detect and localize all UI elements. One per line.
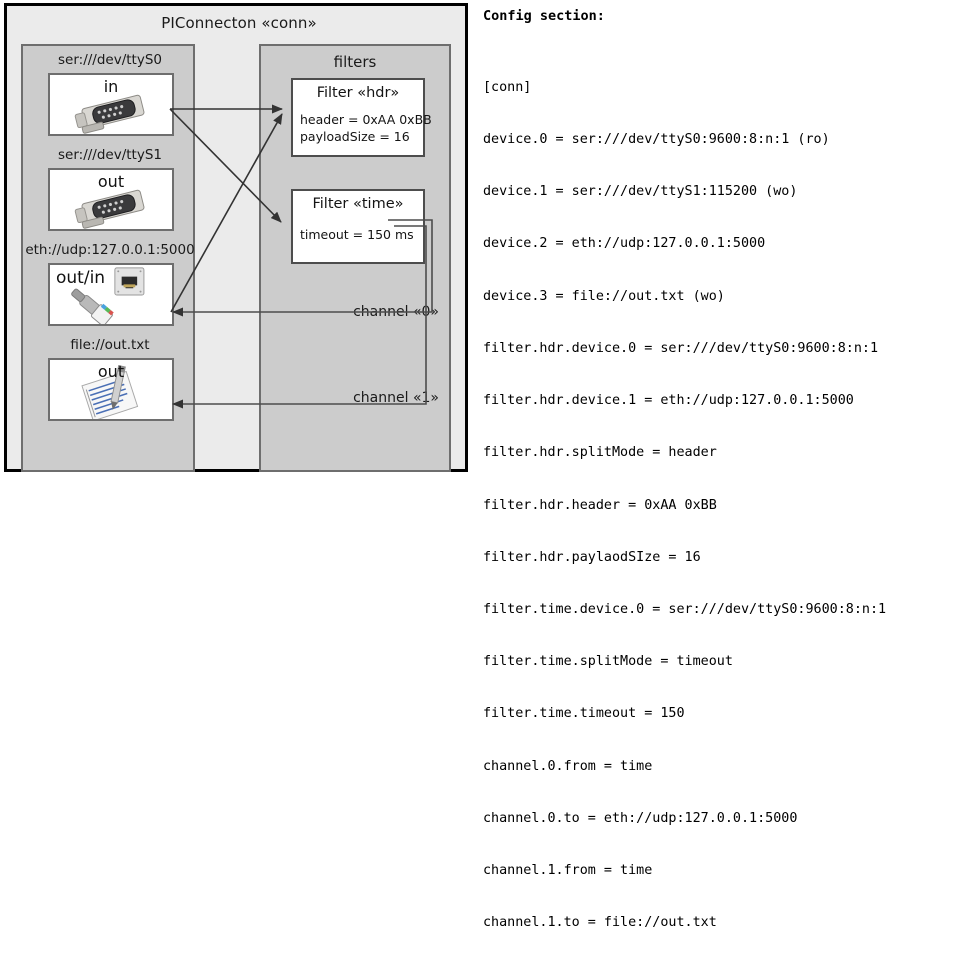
config-line: filter.time.splitMode = timeout [483, 654, 733, 670]
config-line: filter.time.timeout = 150 [483, 706, 685, 722]
device-label-eth: eth://udp:127.0.0.1:5000 [25, 242, 195, 258]
config-listing[interactable]: [conn] device.0 = ser:///dev/ttyS0:9600:… [483, 44, 886, 967]
connector-outer-frame: PIConnecton «conn» ser:///dev/ttyS0 in [4, 3, 468, 472]
config-line: filter.hdr.paylaodSIze = 16 [483, 549, 701, 565]
device-io-ttyS0: in [103, 77, 119, 96]
config-line: filter.time.device.0 = ser:///dev/ttyS0:… [483, 602, 887, 617]
config-line: [conn] [483, 79, 532, 95]
serial-db9-connector-icon [74, 189, 145, 229]
filter-time-title: Filter «time» [312, 196, 404, 212]
config-line: channel.0.to = eth://udp:127.0.0.1:5000 [483, 810, 798, 826]
filter-card-time[interactable]: Filter «time» timeout = 150 ms [291, 189, 425, 264]
channel-label-0: channel «0» [353, 304, 439, 320]
config-line: device.3 = file://out.txt (wo) [483, 288, 725, 304]
device-box-ttyS0[interactable]: in [48, 73, 174, 136]
device-box-ttyS1[interactable]: out [48, 168, 174, 231]
device-box-file[interactable]: out [48, 358, 174, 421]
config-line: filter.hdr.device.1 = eth://udp:127.0.0.… [483, 393, 854, 409]
config-line: filter.hdr.header = 0xAA 0xBB [483, 497, 717, 513]
config-line: filter.hdr.splitMode = header [483, 445, 717, 461]
device-io-ttyS1: out [97, 172, 125, 191]
filter-hdr-title: Filter «hdr» [316, 85, 400, 101]
device-label-ttyS0: ser:///dev/ttyS0 [58, 52, 162, 68]
device-label-ttyS1: ser:///dev/ttyS1 [58, 147, 162, 163]
filter-hdr-prop-payloadsize: payloadSize = 16 [300, 129, 410, 144]
filters-panel: filters Filter «hdr» header = 0xAA 0xBB … [259, 44, 451, 472]
device-label-file: file://out.txt [70, 337, 150, 353]
device-io-file: out [97, 362, 125, 381]
devices-panel: ser:///dev/ttyS0 in [21, 44, 195, 472]
device-box-eth[interactable]: out/in [48, 263, 174, 326]
config-line: channel.1.to = file://out.txt [483, 915, 717, 931]
serial-db9-connector-icon [74, 94, 145, 134]
config-heading: Config section: [483, 8, 605, 24]
config-line: filter.hdr.device.0 = ser:///dev/ttyS0:9… [483, 340, 879, 356]
diagram-title: PIConnecton «conn» [161, 14, 317, 32]
filter-hdr-prop-header: header = 0xAA 0xBB [300, 112, 432, 127]
config-line: device.0 = ser:///dev/ttyS0:9600:8:n:1 (… [483, 132, 830, 148]
filter-time-prop-timeout: timeout = 150 ms [300, 227, 414, 242]
config-pane: Config section: [conn] device.0 = ser://… [483, 0, 964, 930]
channel-label-1: channel «1» [353, 390, 439, 406]
text-file-with-pen-icon [81, 364, 139, 419]
ethernet-rj45-jack-icon [71, 267, 145, 324]
config-line: channel.0.from = time [483, 758, 653, 774]
config-line: channel.1.from = time [483, 863, 653, 879]
config-line: device.2 = eth://udp:127.0.0.1:5000 [483, 236, 766, 252]
filter-card-hdr[interactable]: Filter «hdr» header = 0xAA 0xBB payloadS… [291, 78, 432, 157]
filters-panel-title: filters [333, 53, 377, 71]
device-io-eth: out/in [56, 268, 106, 288]
diagram-canvas: PIConnecton «conn» ser:///dev/ttyS0 in [4, 0, 964, 931]
config-line: device.1 = ser:///dev/ttyS1:115200 (wo) [483, 184, 798, 200]
